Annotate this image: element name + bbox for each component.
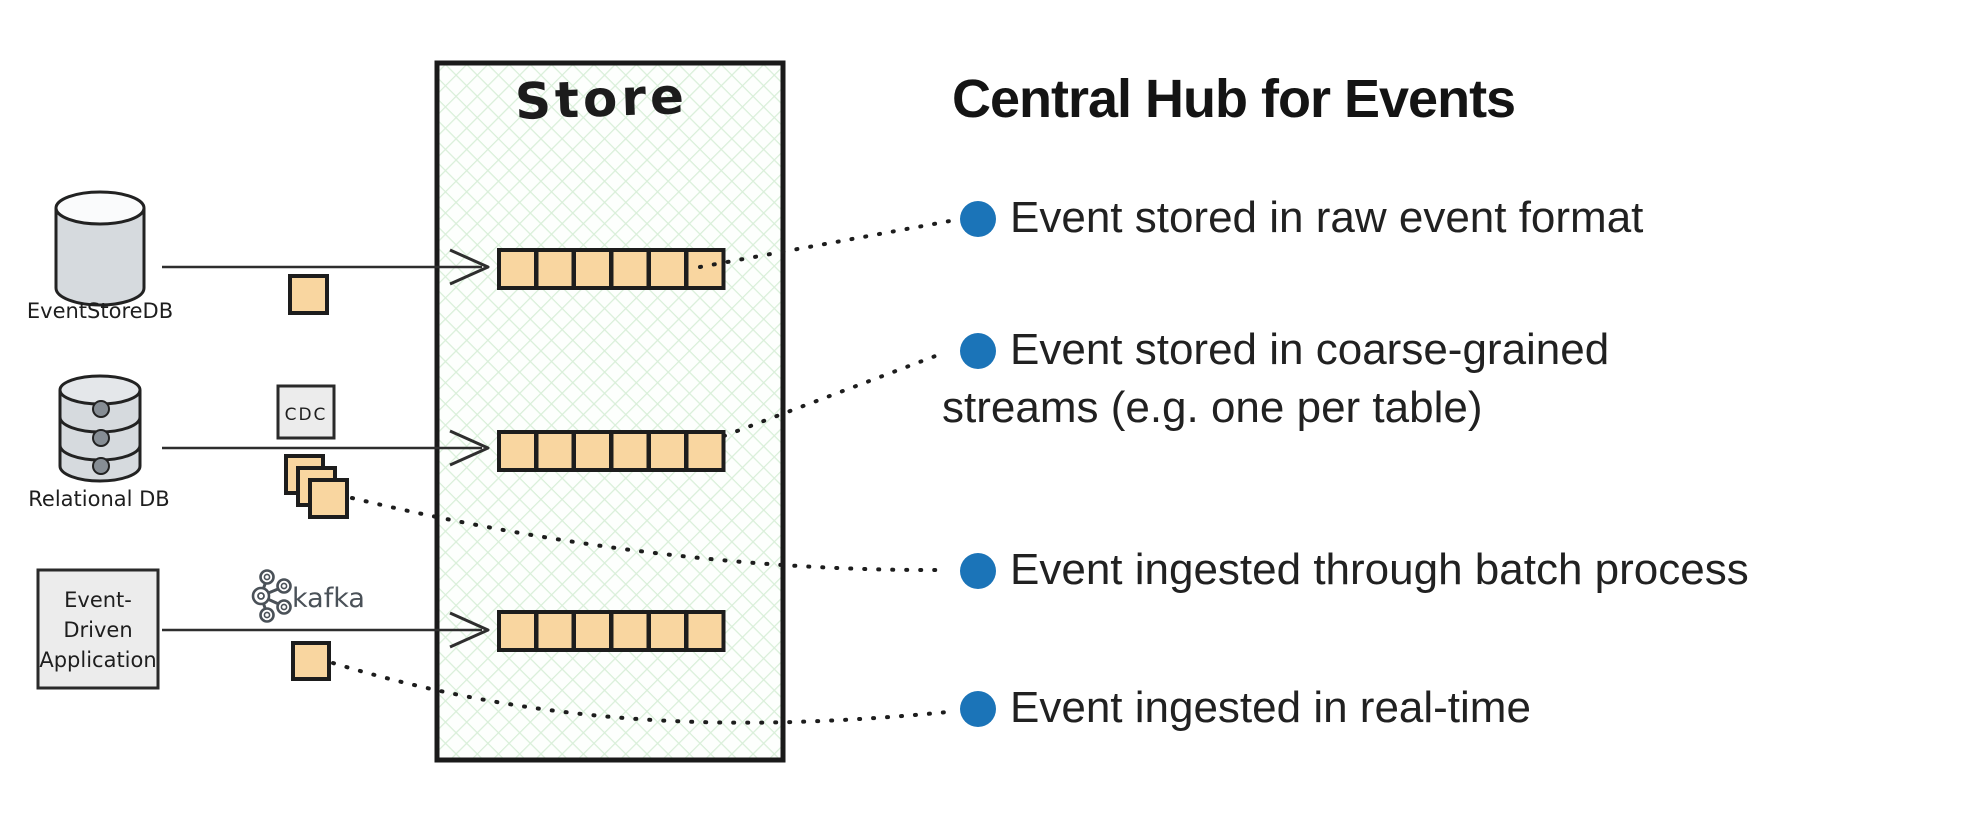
legend-item-text: Event ingested in real-time xyxy=(1010,683,1531,732)
legend-item-coarse-grained: Event stored in coarse-grained streams (… xyxy=(942,321,1702,437)
arrow-eventstoredb-to-store xyxy=(162,248,490,286)
legend-item-text: Event stored in coarse-grained streams (… xyxy=(942,325,1610,432)
relational-db-icon xyxy=(58,374,142,483)
connector-raw-format xyxy=(698,219,952,269)
event-square xyxy=(534,430,576,472)
cdc-label: CDC xyxy=(285,405,328,425)
event-stream-row-3 xyxy=(497,610,726,652)
legend-item-raw-format: Event stored in raw event format xyxy=(942,189,1952,247)
app-label-line2: Driven xyxy=(63,618,132,642)
app-label-line1: Event- xyxy=(64,588,132,612)
event-square xyxy=(684,610,726,652)
event-square xyxy=(497,430,538,472)
event-square-raw xyxy=(288,274,329,315)
kafka-label: kafka xyxy=(292,583,365,614)
store-title: Store xyxy=(514,67,689,131)
connector-coarse-grained xyxy=(722,350,948,438)
event-square xyxy=(684,430,726,472)
event-square xyxy=(534,248,576,290)
event-square xyxy=(647,610,688,652)
event-square xyxy=(609,430,651,472)
event-square xyxy=(609,248,651,290)
relational-db-label: Relational DB xyxy=(28,487,169,511)
event-square-batch-stack xyxy=(284,454,349,519)
bullet-dot-icon xyxy=(960,553,996,589)
event-store-box: Store xyxy=(434,60,786,763)
event-square-realtime xyxy=(291,641,331,681)
eventstoredb-label: EventStoreDB xyxy=(27,299,173,323)
connector-realtime xyxy=(331,661,950,725)
event-square xyxy=(534,610,576,652)
bullet-dot-icon xyxy=(960,333,996,369)
cdc-box: CDC xyxy=(276,384,336,440)
legend-item-text: Event ingested through batch process xyxy=(1010,545,1749,594)
legend-item-text: Event stored in raw event format xyxy=(1010,193,1644,242)
event-square xyxy=(497,248,538,290)
arrow-app-to-store xyxy=(162,611,490,649)
legend-title: Central Hub for Events xyxy=(952,69,1516,129)
connector-batch-process xyxy=(350,496,950,573)
event-square xyxy=(647,248,688,290)
event-square xyxy=(572,430,613,472)
event-square xyxy=(572,610,613,652)
arrow-relationaldb-to-store xyxy=(162,429,490,467)
bullet-dot-icon xyxy=(960,201,996,237)
kafka-icon xyxy=(251,569,292,623)
event-driven-app-icon: Event- Driven Application xyxy=(36,568,160,690)
event-square xyxy=(684,248,726,290)
event-square xyxy=(572,248,613,290)
event-square xyxy=(647,430,688,472)
app-label-line3: Application xyxy=(39,648,156,672)
bullet-dot-icon xyxy=(960,691,996,727)
event-stream-row-2 xyxy=(497,430,726,472)
eventstoredb-icon xyxy=(54,190,146,307)
event-square xyxy=(609,610,651,652)
legend-item-realtime: Event ingested in real-time xyxy=(942,679,1952,737)
event-stream-row-1 xyxy=(497,248,726,290)
event-square xyxy=(497,610,538,652)
legend-item-batch-process: Event ingested through batch process xyxy=(942,541,1952,599)
